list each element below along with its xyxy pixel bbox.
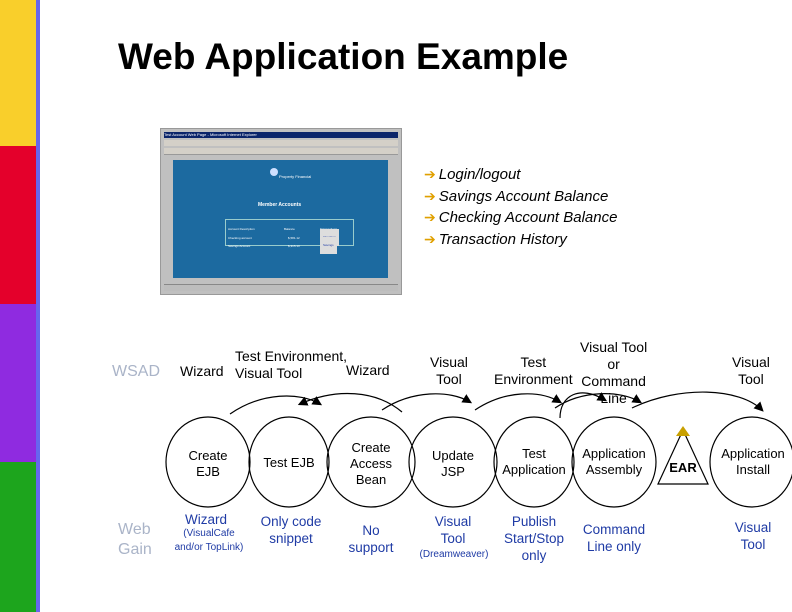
- screenshot-toolbar: [164, 148, 398, 155]
- color-sidebar: [0, 0, 40, 612]
- webgain-visualcafe: (VisualCafe and/or TopLink): [174, 528, 244, 553]
- flow-arrow: [631, 391, 764, 412]
- page-title: Web Application Example: [118, 36, 569, 77]
- webgain-snippet: Only code snippet: [260, 514, 322, 546]
- sidebar-purple: [0, 304, 40, 462]
- webgain-command: Command Line only: [582, 522, 646, 554]
- feature-list: ➔Login/logout ➔Savings Account Balance ➔…: [424, 164, 617, 250]
- arrow-icon: ➔: [424, 166, 436, 182]
- screenshot-logo-text: Property Financial: [279, 174, 312, 179]
- step-test-app: Test Application: [502, 446, 566, 477]
- webgain-dreamweaver: (Dreamweaver): [419, 549, 489, 560]
- tool-visual-2: Visual Tool: [732, 354, 770, 387]
- tool-wizard-2: Wizard: [346, 362, 390, 378]
- row-label-web-gain: Web Gain: [118, 521, 152, 558]
- browser-screenshot: Test Account Web Page - Microsoft Intern…: [160, 128, 402, 295]
- feature-item: ➔Checking Account Balance: [424, 209, 618, 226]
- step-update-jsp: Update JSP: [432, 448, 474, 479]
- flow-arrow: [297, 392, 403, 413]
- step-oval-access-bean: [326, 416, 416, 508]
- sidebar-green: [0, 462, 40, 612]
- feature-item: ➔Login/logout: [424, 166, 521, 183]
- webgain-visual-tool: Visual Tool: [434, 514, 472, 546]
- step-assembly: Application Assembly: [582, 446, 646, 477]
- step-oval-assembly: [571, 416, 657, 508]
- arrow-icon: ➔: [424, 209, 436, 225]
- step-oval-update-jsp: [408, 416, 498, 508]
- tool-test-env-2: Test Environment: [494, 354, 573, 387]
- screenshot-table: Account Description Balance Transactions…: [225, 219, 354, 254]
- step-oval-create-ejb: [165, 416, 251, 508]
- step-oval-install: [709, 416, 792, 508]
- step-create-ejb: Create EJB: [188, 448, 228, 479]
- step-access-bean: Create Access Bean: [350, 440, 392, 487]
- screenshot-titlebar: Test Account Web Page - Microsoft Intern…: [164, 132, 398, 138]
- feature-item: ➔Savings Account Balance: [424, 187, 609, 205]
- row-label-wsad: WSAD: [112, 363, 160, 380]
- screenshot-row-balance: $,315.13: [288, 244, 300, 248]
- webgain-no-support: No support: [348, 523, 394, 555]
- sidebar-red: [0, 146, 40, 304]
- step-install: Application Install: [721, 446, 785, 477]
- tool-test-env: Test Environment, Visual Tool: [235, 348, 348, 381]
- screenshot-logo: [269, 166, 299, 176]
- step-oval-test-app: [493, 416, 575, 508]
- screenshot-row-desc: Savings Account: [228, 244, 251, 248]
- screenshot-menubar: [164, 140, 398, 146]
- ear-triangle: [657, 428, 709, 485]
- ear-label: EAR: [669, 460, 697, 475]
- screenshot-row-balance: $,581.12: [288, 236, 300, 240]
- screenshot-page: Property Financial Member Accounts Accou…: [173, 160, 388, 278]
- tool-wizard: Wizard: [180, 363, 224, 379]
- flow-arrow: [229, 395, 323, 415]
- feature-item: ➔Transaction History: [424, 230, 567, 248]
- arrow-icon: ➔: [424, 187, 436, 204]
- screenshot-row-button[interactable]: Savings: [320, 237, 337, 254]
- screenshot-row-desc: Checking account: [228, 236, 252, 240]
- ear-triangle-shade: [676, 426, 690, 436]
- flow-arrow: [559, 392, 608, 419]
- screenshot-col-balance: Balance: [284, 227, 295, 231]
- sidebar-yellow: [0, 0, 40, 146]
- webgain-wizard: Wizard: [184, 512, 227, 527]
- sidebar-edge: [36, 0, 40, 612]
- screenshot-col-desc: Account Description: [228, 227, 255, 231]
- arrow-icon: ➔: [424, 230, 436, 247]
- flow-arrow: [474, 393, 563, 411]
- screenshot-heading: Member Accounts: [258, 202, 302, 208]
- tool-visual-cmd: Visual Tool or Command Line: [580, 339, 648, 406]
- step-oval-test-ejb: [248, 416, 330, 508]
- webgain-publish: Publish Start/Stop only: [503, 514, 565, 563]
- screenshot-statusbar: [164, 284, 398, 291]
- webgain-visual-tool-2: Visual Tool: [734, 520, 772, 552]
- tool-visual-1: Visual Tool: [430, 354, 468, 387]
- flow-arrow: [381, 393, 473, 411]
- step-test-ejb: Test EJB: [263, 455, 315, 470]
